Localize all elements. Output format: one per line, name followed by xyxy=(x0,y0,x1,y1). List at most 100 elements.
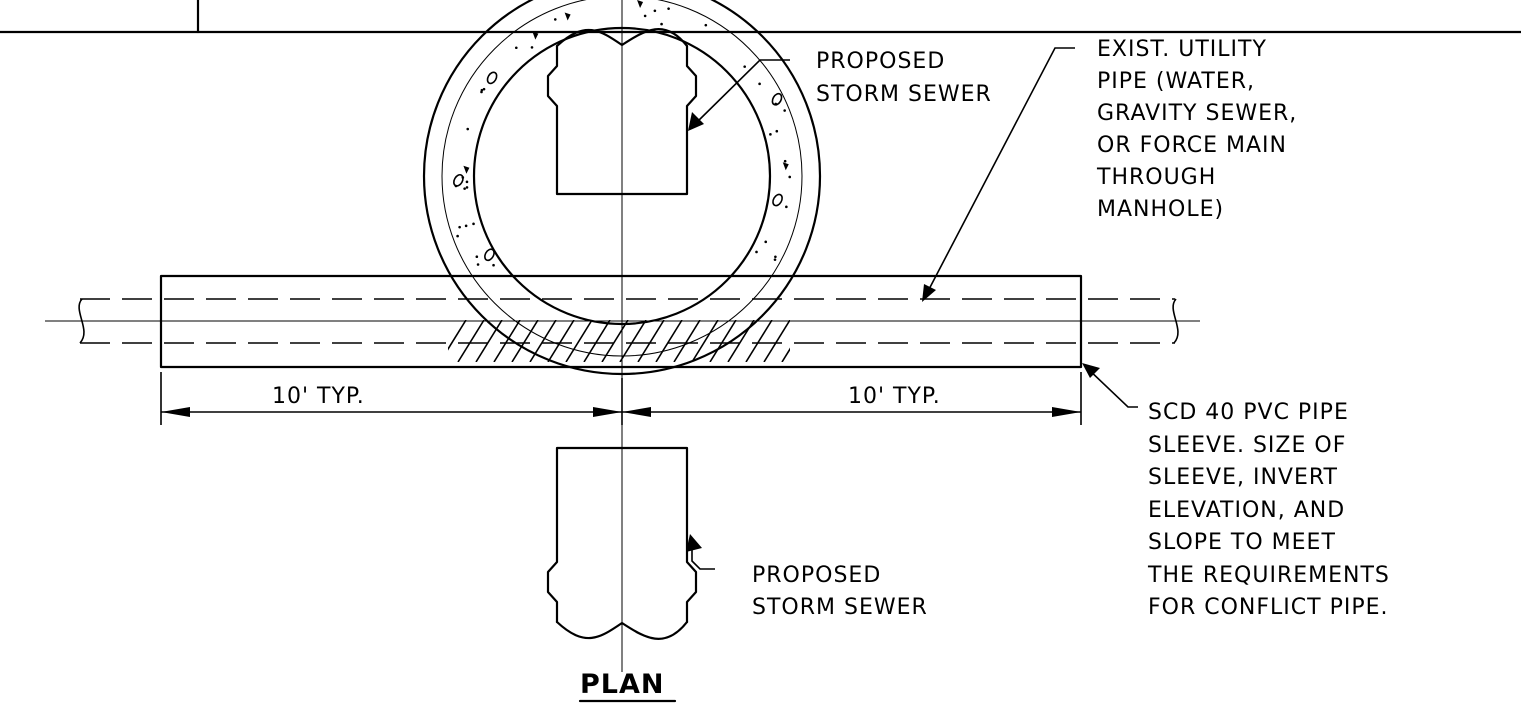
hatch-line xyxy=(691,320,719,362)
storm-sewer-top xyxy=(546,28,698,196)
hatch-line xyxy=(763,320,790,362)
concrete-speck xyxy=(484,248,495,262)
hatch-line xyxy=(601,320,629,362)
existing-utility-pipe xyxy=(78,298,1179,344)
pvc-sleeve xyxy=(159,274,1083,369)
hatch-line xyxy=(637,320,665,362)
concrete-speck xyxy=(773,258,777,261)
concrete-speck xyxy=(530,46,534,49)
concrete-speck xyxy=(486,71,498,85)
svg-text:ELEVATION, AND: ELEVATION, AND xyxy=(1148,498,1345,523)
hatch-line xyxy=(529,320,557,362)
hatch-line xyxy=(475,320,503,362)
concrete-speck xyxy=(492,263,495,267)
concrete-speck xyxy=(463,165,470,174)
svg-text:PROPOSED: PROPOSED xyxy=(816,49,945,74)
concrete-speck xyxy=(755,250,758,254)
concrete-speck xyxy=(783,159,787,163)
svg-text:SLOPE TO MEET: SLOPE TO MEET xyxy=(1148,530,1336,555)
title-block-border xyxy=(0,0,1521,34)
label-storm-top: PROPOSED STORM SEWER xyxy=(816,49,992,107)
concrete-speck xyxy=(456,234,459,238)
svg-text:SCD 40 PVC PIPE: SCD 40 PVC PIPE xyxy=(1148,400,1349,425)
hatch-line xyxy=(457,320,485,362)
svg-text:THE REQUIREMENTS: THE REQUIREMENTS xyxy=(1147,563,1390,588)
concrete-speck xyxy=(660,22,663,26)
centerlines xyxy=(45,0,1200,672)
drawing-title: PLAN xyxy=(580,669,665,700)
concrete-speck xyxy=(637,0,644,9)
concrete-speck xyxy=(514,46,518,50)
dimension-line xyxy=(160,372,1082,425)
svg-text:MANHOLE): MANHOLE) xyxy=(1097,197,1224,222)
concrete-speck xyxy=(758,82,761,86)
svg-text:SLEEVE, INVERT: SLEEVE, INVERT xyxy=(1148,465,1338,490)
concrete-speck xyxy=(482,87,486,91)
concrete-speck xyxy=(743,65,746,68)
concrete-speck xyxy=(775,129,779,133)
dimension-left-label: 10' TYP. xyxy=(272,384,365,409)
concrete-speck xyxy=(764,240,768,244)
hatch-line xyxy=(800,320,826,362)
concrete-speck xyxy=(774,255,777,259)
concrete-speck xyxy=(480,88,484,92)
concrete-speck xyxy=(465,186,469,189)
hatch-line xyxy=(493,320,521,362)
hatch-line xyxy=(547,320,575,362)
concrete-speck xyxy=(769,133,772,136)
svg-text:FOR CONFLICT PIPE.: FOR CONFLICT PIPE. xyxy=(1148,595,1389,620)
hatch-line xyxy=(511,320,539,362)
concrete-speck xyxy=(772,193,783,207)
svg-text:STORM SEWER: STORM SEWER xyxy=(752,595,928,620)
concrete-speck xyxy=(564,12,571,21)
concrete-speck xyxy=(532,31,539,40)
concrete-speck xyxy=(704,23,708,27)
hatch-line xyxy=(448,320,467,362)
concrete-speck xyxy=(782,162,789,171)
hatch-line xyxy=(619,320,647,362)
dimension-right-label: 10' TYP. xyxy=(848,384,941,409)
concrete-speck xyxy=(453,173,464,187)
concrete-speck xyxy=(788,175,792,179)
svg-text:GRAVITY SEWER,: GRAVITY SEWER, xyxy=(1097,101,1297,126)
svg-text:OR FORCE MAIN: OR FORCE MAIN xyxy=(1097,133,1287,158)
concrete-fill xyxy=(453,0,792,267)
label-existing-utility: EXIST. UTILITY PIPE (WATER, GRAVITY SEWE… xyxy=(1096,37,1297,222)
hatch-line xyxy=(818,320,844,362)
concrete-speck xyxy=(783,109,786,112)
hatch-line xyxy=(709,320,737,362)
hatch-line xyxy=(745,320,773,362)
svg-text:STORM SEWER: STORM SEWER xyxy=(816,82,992,107)
label-storm-bottom: PROPOSED STORM SEWER xyxy=(752,563,928,620)
svg-text:EXIST. UTILITY: EXIST. UTILITY xyxy=(1097,37,1267,62)
concrete-speck xyxy=(667,7,670,10)
wall-penetration-hatch xyxy=(448,320,844,362)
concrete-speck xyxy=(472,222,475,226)
svg-text:PROPOSED: PROPOSED xyxy=(752,563,881,588)
hatch-line xyxy=(565,320,593,362)
svg-text:SLEEVE. SIZE OF: SLEEVE. SIZE OF xyxy=(1148,433,1346,458)
svg-text:THROUGH: THROUGH xyxy=(1096,165,1216,190)
label-pvc-sleeve: SCD 40 PVC PIPE SLEEVE. SIZE OF SLEEVE, … xyxy=(1147,400,1390,620)
hatch-line xyxy=(655,320,683,362)
concrete-speck xyxy=(465,180,469,184)
hatch-line xyxy=(673,320,701,362)
concrete-speck xyxy=(458,225,461,229)
hatch-line xyxy=(727,320,755,362)
leaders xyxy=(686,47,1138,570)
concrete-speck xyxy=(463,187,466,190)
svg-text:PIPE (WATER,: PIPE (WATER, xyxy=(1097,69,1255,94)
concrete-speck xyxy=(466,127,470,131)
hatch-line xyxy=(781,320,790,362)
concrete-speck xyxy=(643,14,647,18)
concrete-speck xyxy=(771,92,783,106)
concrete-speck xyxy=(553,18,557,21)
concrete-speck xyxy=(464,224,468,228)
hatch-line xyxy=(583,320,611,362)
concrete-speck xyxy=(475,255,479,259)
concrete-speck xyxy=(653,9,657,13)
storm-sewer-bottom xyxy=(546,446,698,640)
concrete-speck xyxy=(785,205,788,209)
concrete-speck xyxy=(476,263,480,266)
